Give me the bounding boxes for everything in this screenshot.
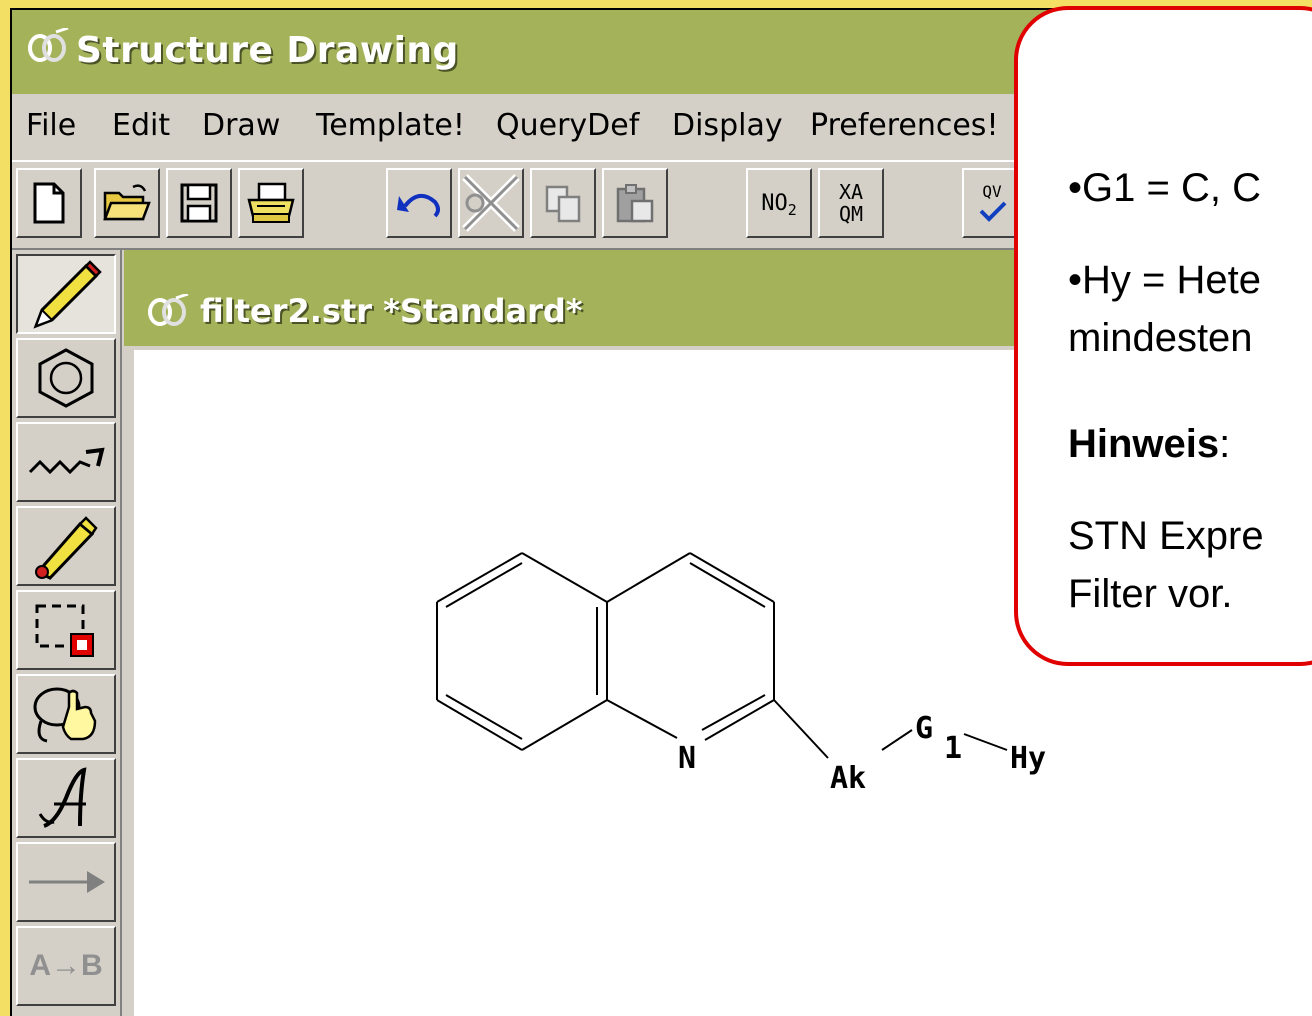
benzene-ring-icon [38, 348, 94, 408]
hint-label: Hinweis [1068, 422, 1220, 466]
cut-button[interactable] [458, 168, 524, 238]
drawing-tools-palette: A→B [12, 250, 122, 1016]
arrow-tool-button[interactable] [16, 842, 116, 922]
new-file-button[interactable] [16, 168, 82, 238]
scissors-icon [462, 174, 520, 232]
annotation-callout: •G1 = C, C •Hy = Hete mindesten Hinweis:… [1014, 6, 1312, 666]
window-title: Structure Drawing [76, 30, 459, 71]
new-file-icon [33, 182, 65, 224]
menu-template[interactable]: Template! [316, 108, 465, 143]
script-a-icon [38, 767, 87, 828]
undo-arrow-icon [397, 194, 440, 218]
save-button[interactable] [166, 168, 232, 238]
pencil-icon [33, 260, 102, 329]
callout-mindestens-line: mindesten [1068, 316, 1253, 360]
menu-file[interactable]: File [26, 108, 77, 143]
lasso-hand-icon [33, 687, 97, 743]
draw-tool-button[interactable] [16, 254, 116, 334]
ring-tool-button[interactable] [16, 338, 116, 418]
open-file-button[interactable] [94, 168, 160, 238]
qm-label: QM [838, 202, 864, 226]
open-folder-icon [103, 184, 151, 221]
copy-icon [545, 185, 581, 223]
variable-atoms-button[interactable]: XA QM [818, 168, 884, 238]
reaction-label: A→B [29, 949, 103, 982]
no2-label: NO [761, 190, 788, 216]
query-validate-button[interactable]: QV [962, 168, 1022, 238]
atom-n: N [678, 741, 696, 776]
select-tool-button[interactable] [16, 590, 116, 670]
chain-tool-button[interactable] [16, 422, 116, 502]
copy-button[interactable] [530, 168, 596, 238]
reaction-tool-button[interactable]: A→B [16, 926, 116, 1006]
atom-g-subscript: 1 [944, 731, 962, 766]
print-button[interactable] [238, 168, 304, 238]
menu-edit[interactable]: Edit [112, 108, 171, 143]
quinoline-structure: N Ak G 1 Hy [436, 552, 1046, 796]
save-disk-icon [180, 183, 218, 223]
callout-stn-line: STN Expre [1068, 514, 1264, 558]
atom-hy: Hy [1010, 741, 1046, 776]
atom-g: G [915, 711, 933, 746]
callout-g1-line: •G1 = C, C [1068, 166, 1261, 210]
crayon-icon [35, 516, 98, 580]
paste-button[interactable] [602, 168, 668, 238]
atom-ak: Ak [830, 761, 866, 796]
menu-bar: File Edit Draw Template! QueryDef Displa… [12, 98, 1312, 154]
checkmark-icon [979, 201, 1007, 222]
marquee-select-icon [35, 604, 94, 657]
document-title: filter2.str *Standard* [200, 292, 583, 330]
printer-icon [247, 182, 295, 223]
reaction-arrow-icon [29, 871, 105, 893]
menu-querydef[interactable]: QueryDef [496, 108, 640, 143]
qv-label: QV [982, 182, 1002, 201]
bond-tool-button[interactable] [16, 506, 116, 586]
document-icon [146, 292, 190, 332]
hint-colon: : [1219, 422, 1231, 466]
clipboard-icon [616, 184, 654, 223]
app-icon [26, 26, 70, 68]
xa-label: XA [838, 180, 864, 204]
undo-button[interactable] [386, 168, 452, 238]
text-tool-button[interactable] [16, 758, 116, 838]
menu-draw[interactable]: Draw [202, 108, 281, 143]
callout-hint-line: Hinweis: [1068, 422, 1230, 467]
callout-filter-line: Filter vor. [1068, 572, 1233, 616]
chain-arrow-icon [28, 447, 105, 475]
menu-display[interactable]: Display [672, 108, 783, 143]
callout-hy-line: •Hy = Hete [1068, 258, 1261, 302]
lasso-tool-button[interactable] [16, 674, 116, 754]
menu-preferences[interactable]: Preferences! [810, 108, 999, 143]
no2-subscript: 2 [787, 201, 797, 219]
